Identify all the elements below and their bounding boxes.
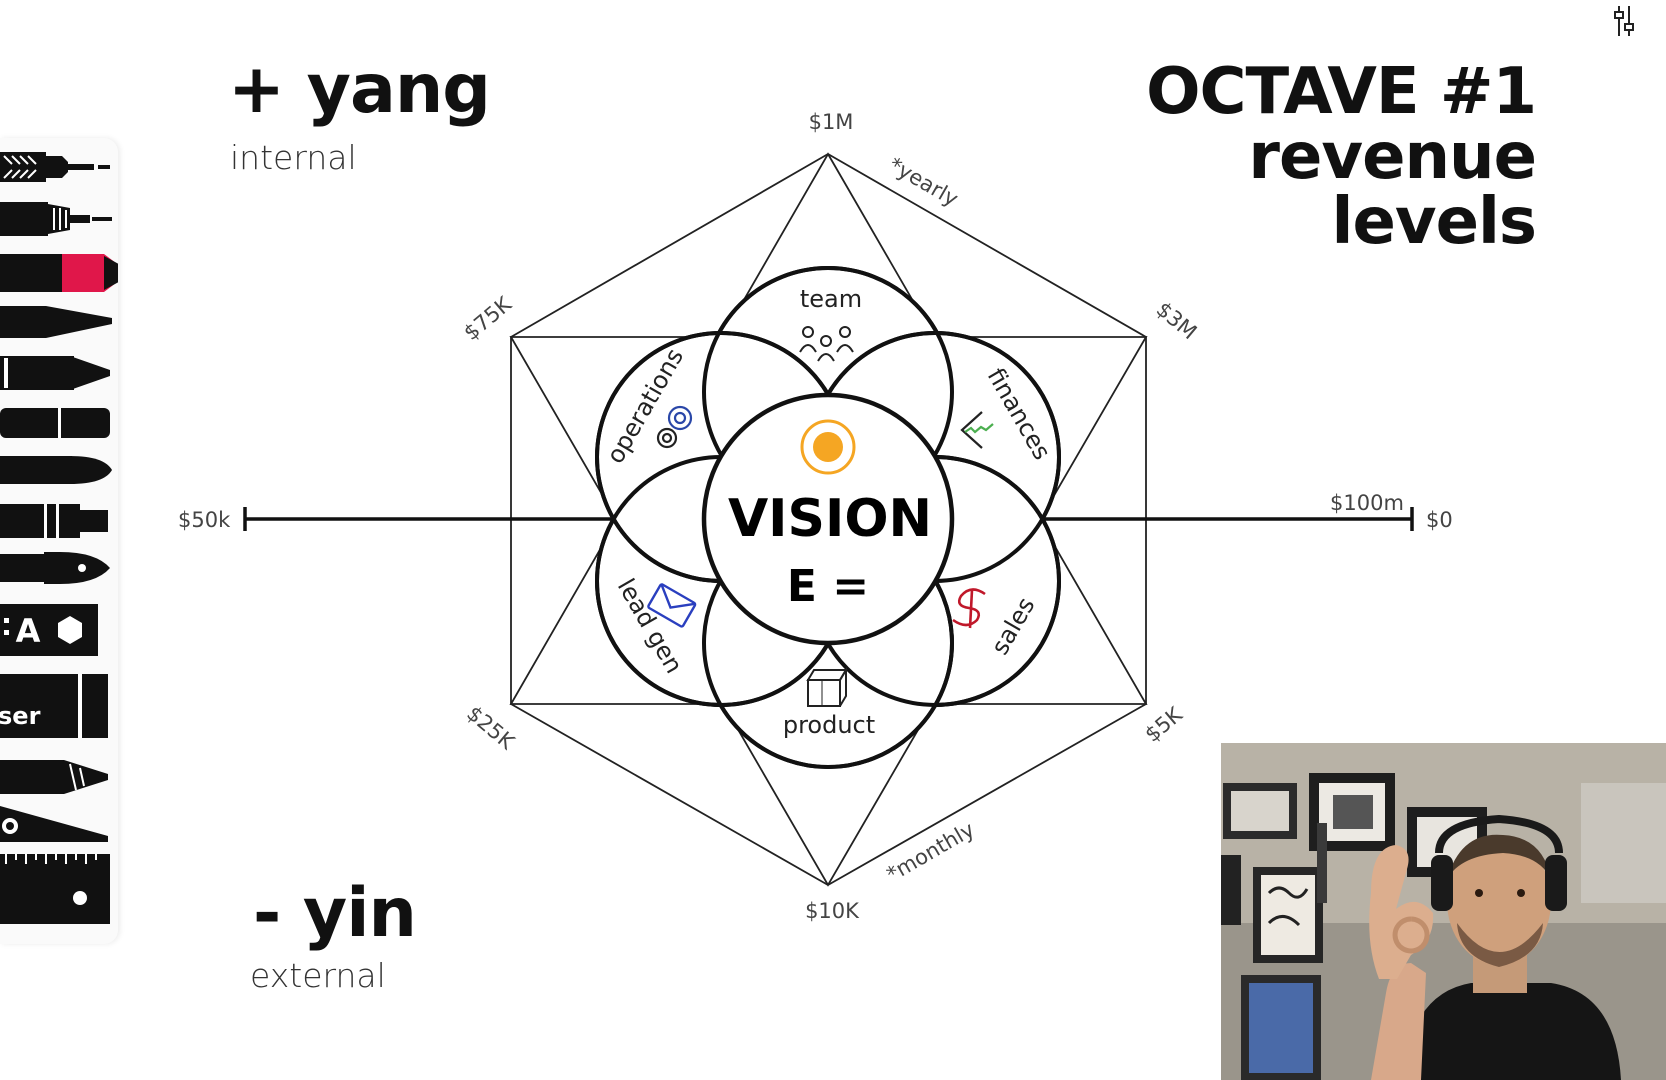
- text-shape-tool[interactable]: A: [0, 604, 98, 656]
- octave-title: OCTAVE #1 revenue levels: [1146, 55, 1537, 259]
- paintbrush-icon[interactable]: [0, 456, 112, 484]
- yang-subtitle: internal: [230, 138, 357, 177]
- pencil-tool-icon[interactable]: [0, 760, 108, 794]
- vision-center-circle: [701, 392, 955, 646]
- vertex-label-upper-right: $3M: [1152, 297, 1202, 344]
- edge-note-yearly: *yearly: [885, 153, 962, 212]
- vertex-label-bottom: $10K: [805, 899, 860, 923]
- vision-equation: E =: [787, 561, 869, 612]
- octave-title-line3: levels: [1331, 185, 1537, 259]
- axis-label-left: $50k: [178, 508, 231, 532]
- crayon-icon[interactable]: [0, 408, 110, 438]
- vertex-label-upper-left: $75K: [459, 291, 517, 345]
- technical-pen-icon[interactable]: [0, 202, 112, 236]
- pencil-fine-icon[interactable]: [0, 152, 110, 182]
- edge-note-monthly: *monthly: [883, 817, 979, 886]
- vertex-label-top: $1M: [809, 110, 854, 134]
- vertex-label-lower-right: $5K: [1140, 702, 1187, 747]
- chart-line-icon: [960, 411, 994, 449]
- team-people-icon: [799, 326, 854, 362]
- octave-title-line1: OCTAVE #1: [1146, 55, 1537, 129]
- petal-label-product: product: [783, 711, 875, 739]
- webcam-overlay: [1221, 743, 1666, 1080]
- yin-heading: - yin: [253, 874, 417, 953]
- brush-tip-icon[interactable]: [0, 306, 112, 338]
- settings-sliders-icon[interactable]: [1610, 4, 1638, 38]
- marker-red-icon[interactable]: [0, 254, 118, 292]
- chisel-marker-icon[interactable]: [0, 356, 110, 390]
- vision-title: VISION: [728, 489, 932, 549]
- envelope-icon: [647, 583, 697, 628]
- cube-icon: [806, 666, 848, 707]
- fat-marker-icon[interactable]: [0, 504, 108, 538]
- text-tool-label: A: [16, 612, 41, 650]
- eraser-label: ser: [0, 702, 41, 730]
- axis-label-right-outer: $0: [1426, 508, 1453, 532]
- drawing-tools-palette: A ser: [0, 138, 118, 944]
- vertex-label-lower-left: $25K: [462, 701, 520, 755]
- fountain-pen-icon[interactable]: [0, 552, 110, 584]
- yin-subtitle: external: [250, 956, 386, 995]
- petal-label-team: team: [800, 285, 862, 313]
- eraser-tool[interactable]: ser: [0, 674, 108, 738]
- gear-icon: [656, 405, 693, 449]
- octave-title-line2: revenue: [1248, 120, 1537, 194]
- yang-heading: + yang: [228, 50, 491, 129]
- presenter: [1369, 814, 1621, 1080]
- lasso-tool-icon[interactable]: [0, 806, 108, 842]
- axis-label-right-inner: $100m: [1330, 491, 1404, 515]
- dollar-icon: [952, 588, 986, 629]
- sun-icon: [800, 419, 856, 475]
- ruler-tool-icon[interactable]: [0, 854, 110, 924]
